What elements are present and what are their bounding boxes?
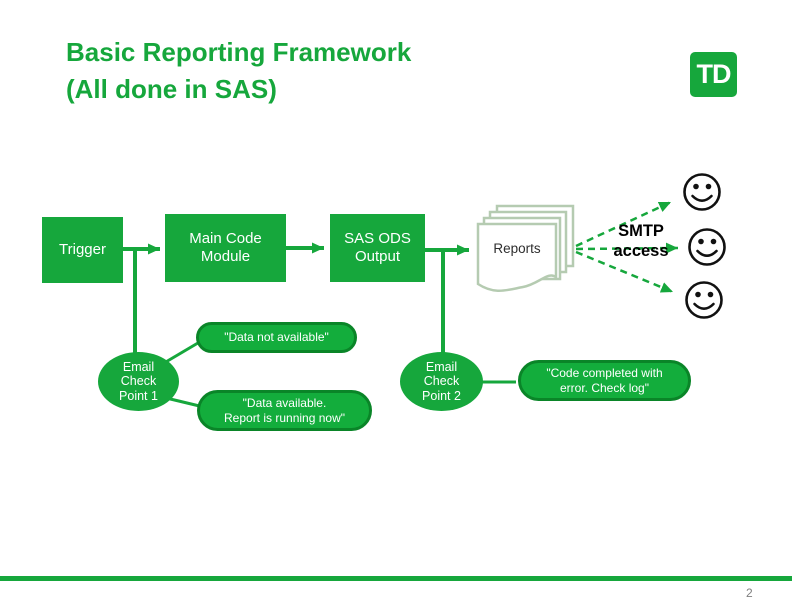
reports-stack-icon bbox=[476, 204, 575, 292]
main-code-module-box: Main Code Module bbox=[165, 214, 286, 282]
smiley-icon bbox=[685, 281, 723, 319]
title-line-1: Basic Reporting Framework bbox=[66, 37, 412, 67]
message-code-completed-with-error: "Code completed with error. Check log" bbox=[518, 360, 691, 401]
message-data-not-available: "Data not available" bbox=[196, 322, 357, 353]
footer-divider bbox=[0, 576, 792, 581]
message-data-available: "Data available. Report is running now" bbox=[197, 390, 372, 431]
dashed-arrow-smtp-middle bbox=[575, 242, 679, 254]
td-logo: TD bbox=[690, 52, 737, 97]
smtp-access-label: SMTP access bbox=[613, 222, 669, 260]
trigger-box: Trigger bbox=[42, 217, 123, 283]
smiley-icon bbox=[688, 228, 726, 266]
title-line-2: (All done in SAS) bbox=[66, 74, 277, 104]
email-check-point-2-ellipse: Email Check Point 2 bbox=[400, 352, 483, 411]
page-number: 2 bbox=[746, 586, 753, 600]
page-title: Basic Reporting Framework (All done in S… bbox=[66, 34, 411, 108]
dashed-arrow-smtp-bottom bbox=[575, 250, 674, 294]
smiley-icon bbox=[683, 173, 721, 211]
reports-label: Reports bbox=[493, 241, 541, 256]
dashed-arrow-smtp-top bbox=[575, 200, 672, 248]
email-check-point-1-ellipse: Email Check Point 1 bbox=[98, 352, 179, 411]
sas-ods-output-box: SAS ODS Output bbox=[330, 214, 425, 282]
